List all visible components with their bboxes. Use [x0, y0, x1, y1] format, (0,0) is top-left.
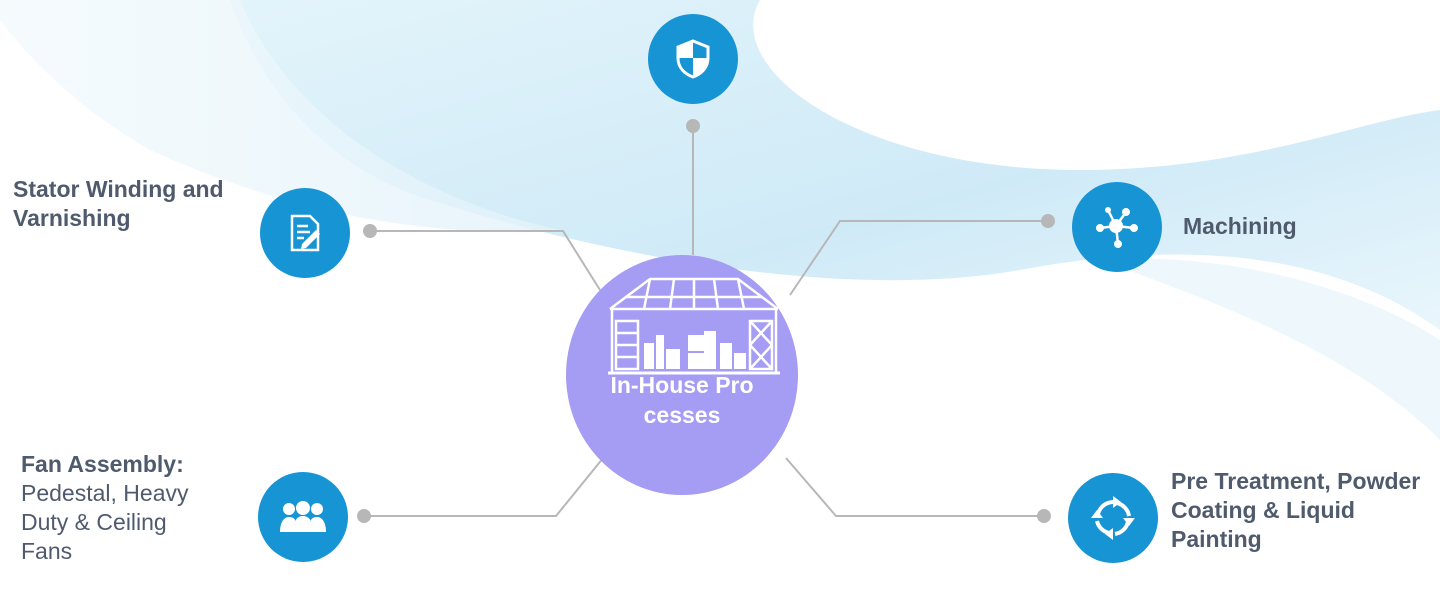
- node-fan: [258, 472, 348, 562]
- node-top: [648, 14, 738, 104]
- connector-fan: [364, 451, 609, 517]
- factory-warehouse-icon: [608, 277, 780, 375]
- connector-dot: [357, 509, 371, 523]
- label-stator: Stator Winding and Varnishing: [13, 176, 224, 231]
- shield-icon: [676, 39, 710, 79]
- node-machining: [1072, 182, 1162, 272]
- label-coating: Pre Treatment, Powder Coating & Liquid P…: [1171, 468, 1421, 552]
- node-coating: [1068, 473, 1158, 563]
- label-machining: Machining: [1183, 213, 1297, 239]
- connector-machining: [789, 220, 1048, 296]
- connector-dot: [1041, 214, 1055, 228]
- node-stator: [260, 188, 350, 278]
- label-fan: Fan Assembly: Pedestal, Heavy Duty & Cei…: [21, 450, 261, 566]
- hub-label: In-House Processes: [610, 372, 754, 428]
- connector-stator: [370, 230, 601, 291]
- network-nodes-icon: [1096, 207, 1138, 248]
- connector-coating: [785, 457, 1044, 517]
- connector-dot: [686, 119, 700, 133]
- connector-dot: [1037, 509, 1051, 523]
- document-edit-icon: [290, 214, 320, 252]
- refresh-cycle-icon: [1091, 496, 1135, 540]
- people-group-icon: [280, 501, 326, 532]
- label-fan-detail: Pedestal, Heavy Duty & Ceiling Fans: [21, 480, 189, 564]
- connector-dot: [363, 224, 377, 238]
